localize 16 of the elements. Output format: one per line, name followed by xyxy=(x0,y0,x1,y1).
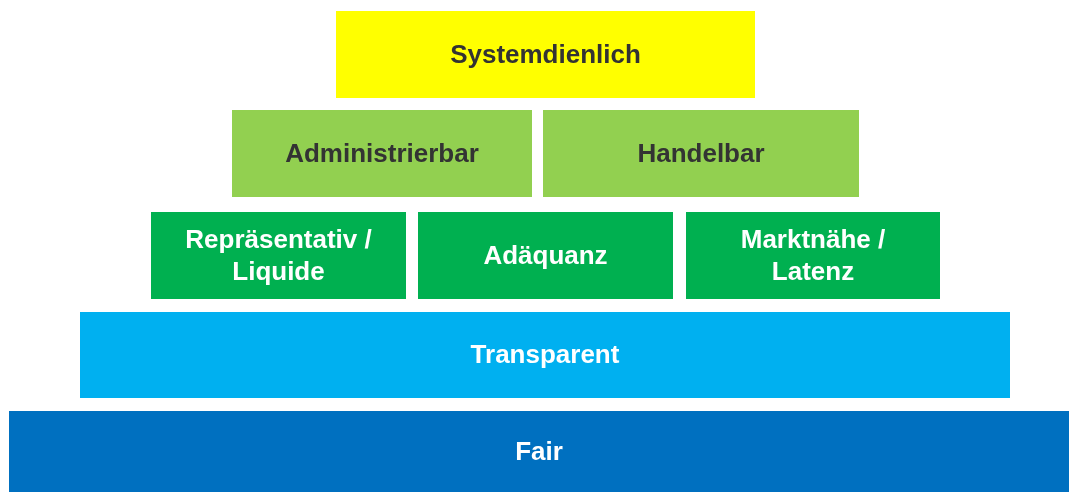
tier-label: Adäquanz xyxy=(483,239,608,272)
tier-label: Systemdienlich xyxy=(450,38,641,71)
tier-label: Repräsentativ / Liquide xyxy=(184,224,373,287)
tier-label: Marktnähe / Latenz xyxy=(739,224,887,287)
pyramid-tier-block xyxy=(686,212,940,299)
pyramid-tier-block xyxy=(80,312,1010,398)
tier-label: Fair xyxy=(515,435,563,468)
pyramid-tier-block xyxy=(232,110,532,197)
tier-label: Handelbar xyxy=(637,137,765,170)
pyramid-tier-block xyxy=(151,212,406,299)
pyramid-tier-block xyxy=(336,11,755,98)
pyramid-tier-block xyxy=(9,411,1069,492)
pyramid-tier-block xyxy=(418,212,673,299)
tier-label: Administrierbar xyxy=(285,137,479,170)
pyramid-tier-block xyxy=(543,110,859,197)
tier-label: Transparent xyxy=(470,339,620,371)
